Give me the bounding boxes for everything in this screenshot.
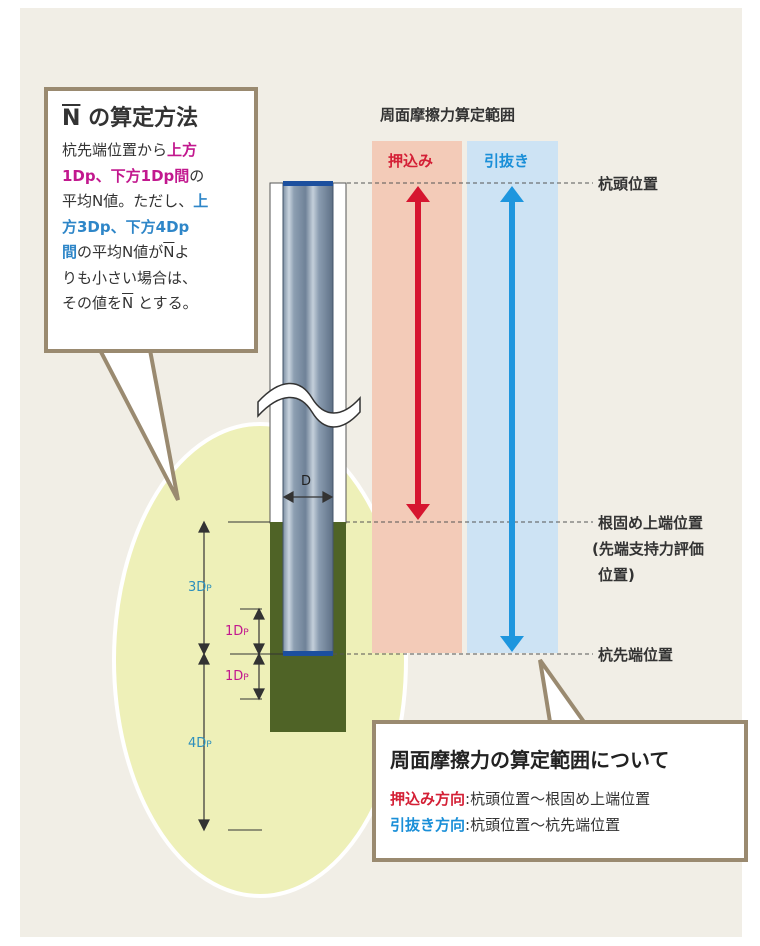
- left-callout-tail: [96, 348, 180, 501]
- root-top-note-1: (先端支持力評価: [592, 540, 704, 558]
- dim-1d-up-arrow-bottom: [253, 643, 265, 656]
- dim-3d-arrow-bottom: [198, 643, 210, 656]
- push-range-arrow: [406, 186, 430, 520]
- pile-tip-label: 杭先端位置: [598, 646, 674, 664]
- pull-label: 引抜き: [484, 152, 530, 170]
- method-title: N の算定方法: [62, 106, 199, 131]
- dim-1d-down-label: 1DP: [225, 669, 249, 684]
- push-label: 押込み: [388, 152, 434, 170]
- dim-1d-up-label: 1DP: [225, 624, 249, 639]
- method-line-3: 平均N値。ただし、上: [62, 192, 209, 210]
- dim-1d-down-arrow-bottom: [253, 688, 265, 701]
- method-line-1: 杭先端位置から上方: [62, 141, 198, 159]
- method-callout: [44, 87, 258, 353]
- dim-4d-arrow-bottom: [198, 819, 210, 832]
- pipe-tip-cap: [283, 651, 333, 656]
- dim-1d-up-arrow-top: [253, 607, 265, 620]
- range-callout: [372, 720, 748, 862]
- dim-4d-label: 4DP: [188, 736, 212, 751]
- break-mark: [257, 382, 361, 428]
- method-line-2: 1Dp、下方1Dp間の: [62, 166, 205, 185]
- dim-3d-arrow-top: [198, 520, 210, 533]
- method-callout-body: N の算定方法 杭先端位置から上方 1Dp、下方1Dp間の 平均N値。ただし、上…: [62, 104, 258, 317]
- dim-d-arrow-right: [322, 490, 334, 504]
- range-callout-pull: 引抜き方向:杭頭位置～杭先端位置: [390, 816, 621, 834]
- pipe-head-cap: [283, 181, 333, 186]
- diameter-label: D: [301, 474, 312, 489]
- method-line-4: 方3Dp、下方4Dp: [62, 217, 190, 236]
- pile-head-label: 杭頭位置: [598, 175, 659, 193]
- dim-1d-down-arrow-top: [253, 652, 265, 665]
- right-callout-tail: [538, 658, 588, 724]
- range-title: 周面摩擦力算定範囲: [380, 106, 516, 124]
- root-top-label: 根固め上端位置: [598, 514, 704, 532]
- range-callout-push: 押込み方向:杭頭位置～根固め上端位置: [390, 790, 651, 808]
- pull-range-arrow: [500, 186, 524, 652]
- n-bar-symbol: N: [62, 106, 81, 131]
- range-callout-title: 周面摩擦力の算定範囲について: [390, 748, 670, 772]
- method-line-5: 間の平均N値がNよ: [62, 243, 190, 261]
- method-line-6: りも小さい場合は、: [62, 268, 198, 287]
- dim-d-arrow-left: [282, 490, 294, 504]
- root-top-note-2: 位置): [598, 566, 635, 584]
- dim-4d-arrow-top: [198, 652, 210, 665]
- dim-3d-label: 3DP: [188, 580, 212, 595]
- method-line-7: その値をN とする。: [62, 294, 198, 312]
